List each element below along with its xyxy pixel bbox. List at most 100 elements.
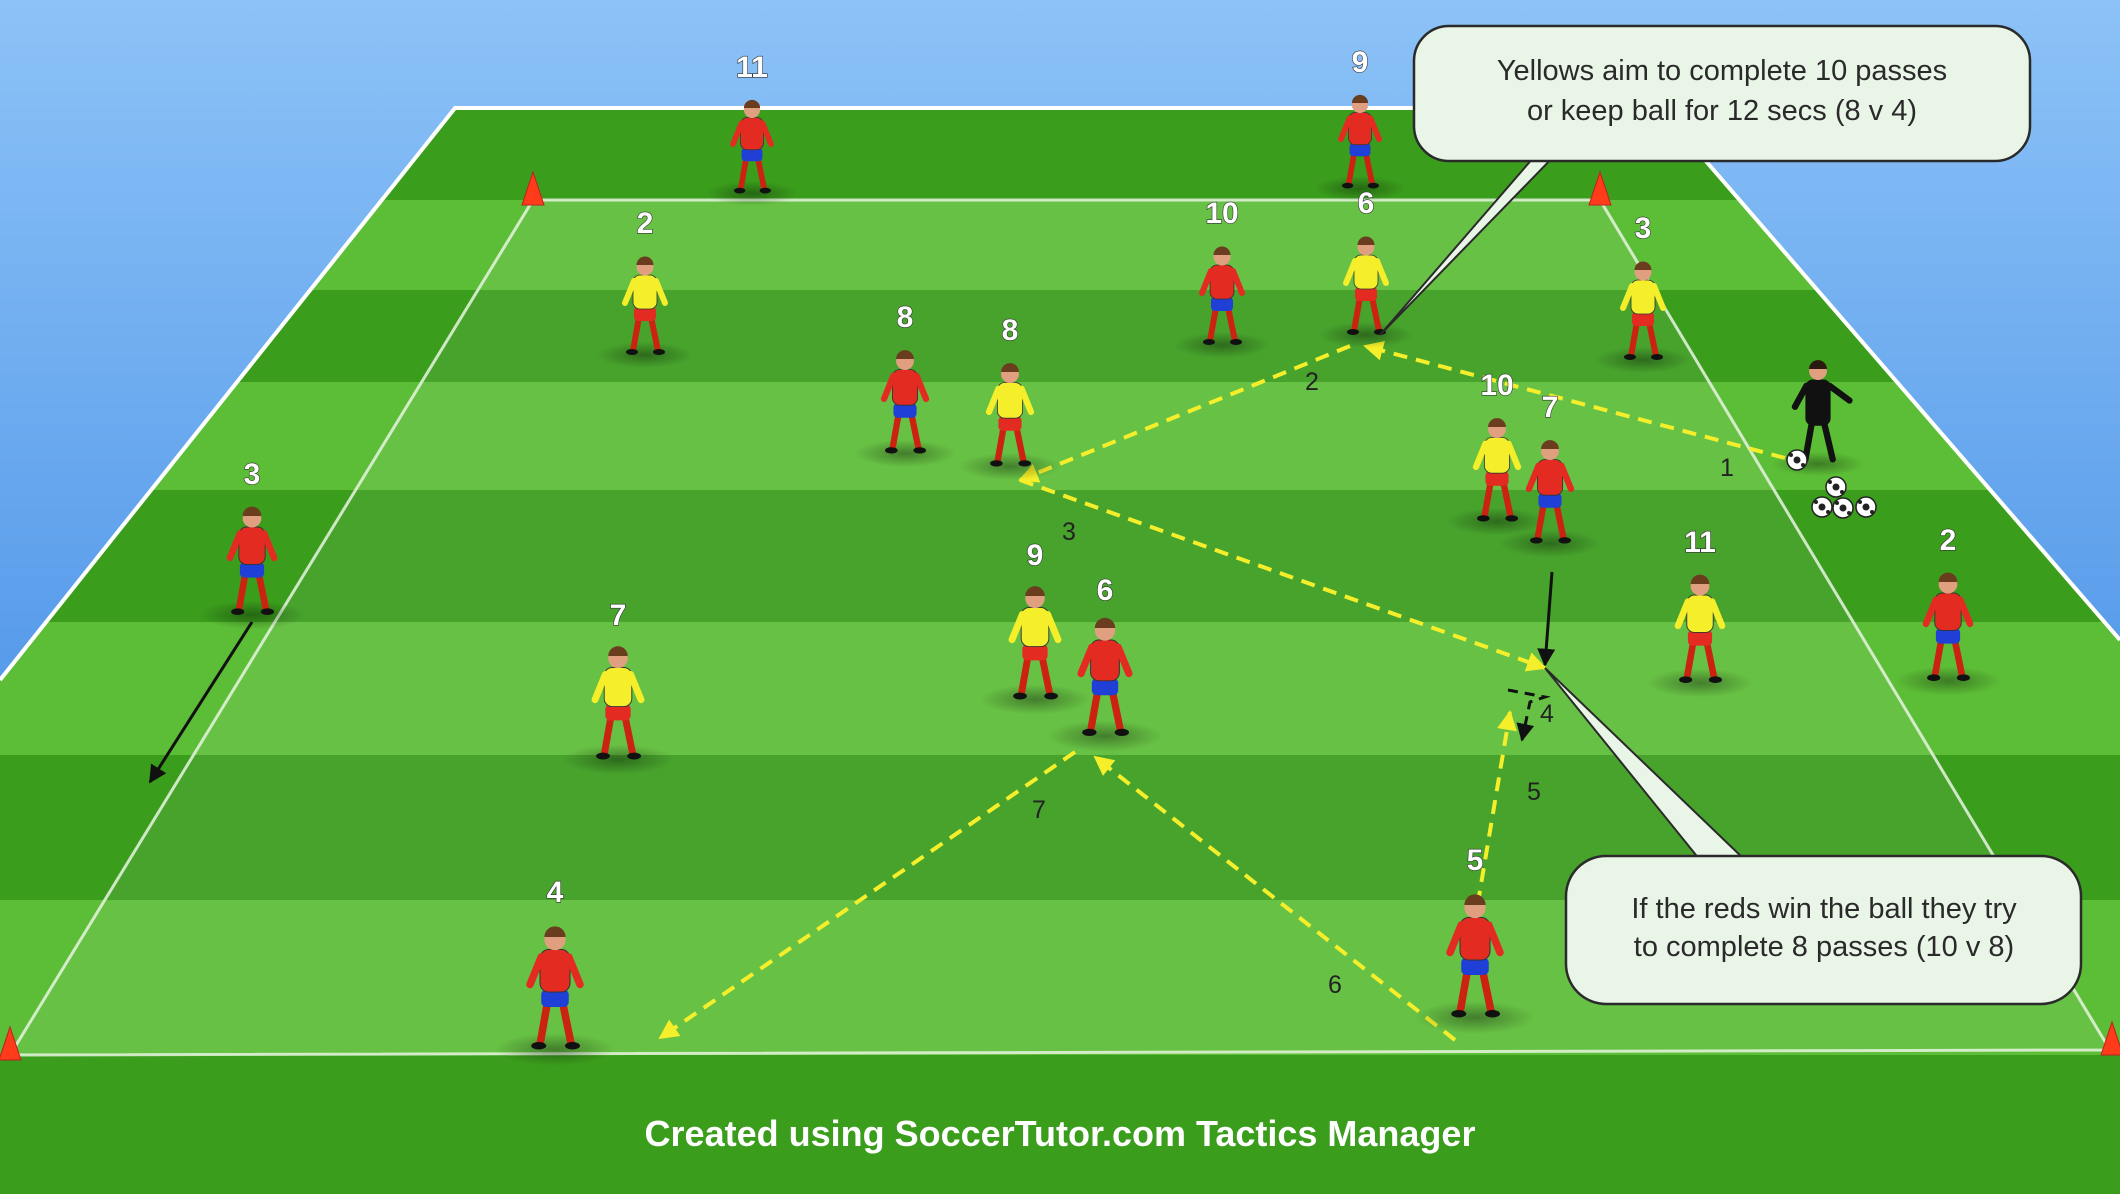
player-red-8: 8 [854,300,956,468]
player-yellow-10: 10 [1446,368,1548,536]
pitch-stripe [0,1055,2120,1194]
player-yellow-9: 9 [979,538,1091,715]
pass-line-5 [1468,710,1517,951]
coach-and-balls [1772,360,1877,519]
player-red-2: 2 [1895,523,2001,696]
run-arrow-red-3 [148,621,254,784]
player-number-label: 2 [1940,524,1957,557]
callout-bottom: If the reds win the ball they try to com… [1544,667,2083,1006]
player-icon [526,926,584,1050]
player-number-label: 2 [637,207,654,240]
pass-label-3: 3 [1062,518,1076,546]
pass-line-7 [658,750,1077,1040]
pass-label-6: 6 [1328,971,1342,999]
player-icon [1472,418,1522,522]
player-number-label: 7 [1542,391,1559,424]
player-yellow-2: 2 [597,206,693,368]
cone-icon [0,1025,22,1061]
player-number-label: 11 [736,51,768,84]
pass-label-7: 7 [1032,796,1046,824]
pass-line-3 [1019,478,1547,672]
player-runs [148,571,1556,784]
pass-number-labels: 1 2 3 4 5 6 7 [1032,368,1734,999]
pass-line-2 [1018,344,1351,483]
player-icon [1008,586,1062,700]
player-red-3: 3 [199,457,305,630]
player-number-label: 3 [244,458,261,491]
pitch-stripe [0,382,2120,490]
player-number-label: 8 [1002,314,1019,347]
player-number-label: 9 [1352,46,1369,79]
player-yellow-6: 6 [1318,186,1414,348]
player-icon [1525,440,1575,544]
inner-area-fill [10,200,2110,1055]
callout-top: Yellows aim to complete 10 passes or kee… [1379,24,2032,336]
ball-pile [1786,449,1877,519]
player-number-label: 9 [1027,539,1044,572]
callout-top-line-2: or keep ball for 12 secs (8 v 4) [1527,95,1917,127]
player-icon [730,99,774,194]
player-icon [1922,572,1974,681]
callout-bottom-line-1: If the reds win the ball they try [1631,893,2017,925]
player-number-label: 7 [610,599,627,632]
pass-line-1 [1363,340,1786,460]
player-icon [1620,261,1666,360]
player-red-7: 7 [1499,390,1601,558]
player-icon [880,350,930,454]
run-arrow-red-7 [1537,571,1556,667]
player-red-11: 11 [706,50,798,206]
player-icon [1674,574,1726,683]
pass-label-5: 5 [1527,778,1541,806]
credit-footer: Created using SoccerTutor.com Tactics Ma… [645,1113,1476,1154]
player-red-6: 6 [1047,573,1163,752]
player-number-label: 3 [1635,212,1652,245]
ball-icon [1825,476,1847,498]
ball-icon [1832,497,1854,519]
player-icon [622,256,668,355]
pass-label-1: 1 [1720,454,1734,482]
pitch-stripe [0,290,2120,382]
player-number-label: 6 [1097,574,1114,607]
player-number-label: 11 [1684,526,1716,559]
player-yellow-8: 8 [959,313,1061,481]
player-red-9: 9 [1314,45,1406,201]
player-red-10: 10 [1174,196,1270,358]
cone-icon [1588,170,1612,206]
outer-boundary-line [0,106,2120,682]
cone-icon [521,170,545,206]
player-icon [1446,894,1504,1018]
ball-icon [1811,496,1833,518]
player-number-label: 10 [1480,369,1513,402]
player-number-label: 6 [1358,187,1375,220]
player-yellow-11: 11 [1647,525,1753,698]
players: 11 9 10 6 2 3 8 8 10 7 3 11 2 7 9 6 4 5 [199,45,2001,1066]
callout-bottom-box [1564,854,2083,1006]
ball-icon [1855,496,1877,518]
player-number-label: 8 [897,301,914,334]
pass-line-6 [1093,755,1457,1042]
pass-label-4: 4 [1540,700,1554,728]
player-icon [1338,94,1382,189]
pitch-stripe [0,490,2120,622]
callout-top-box [1412,24,2032,163]
player-red-5: 5 [1415,843,1535,1034]
cone-icon [2100,1020,2120,1056]
player-number-label: 4 [547,876,564,909]
run-arrow-red-5 [1507,688,1551,742]
player-icon [591,646,645,760]
cones [0,170,2120,1061]
player-icon [226,506,278,615]
pass-lines [658,340,1786,1042]
player-number-label: 10 [1205,197,1238,230]
player-icon [1199,246,1245,345]
player-red-4: 4 [495,875,615,1066]
player-icon [1077,617,1133,736]
ball-icon [1786,449,1808,471]
pass-label-2: 2 [1305,368,1319,396]
player-yellow-7: 7 [562,598,674,775]
player-yellow-3: 3 [1595,211,1691,373]
callout-bottom-line-2: to complete 8 passes (10 v 8) [1634,931,2014,963]
player-number-label: 5 [1467,844,1484,877]
callout-top-line-1: Yellows aim to complete 10 passes [1497,55,1947,87]
